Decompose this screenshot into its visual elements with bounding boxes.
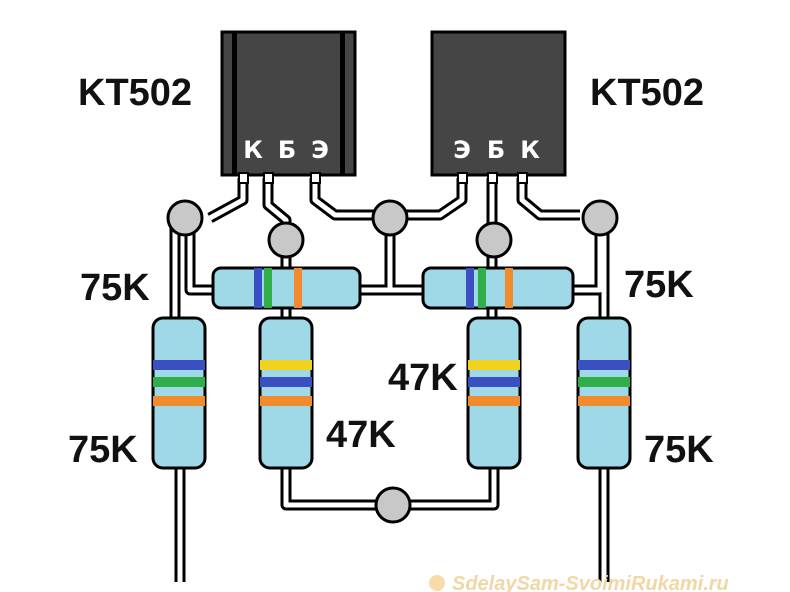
wire bbox=[187, 222, 213, 293]
pin-label-base: Б bbox=[278, 136, 296, 164]
resistor-body bbox=[211, 266, 362, 310]
junction-node bbox=[166, 199, 204, 237]
wire bbox=[405, 178, 465, 218]
resistor-band-orange bbox=[578, 396, 630, 406]
wire bbox=[405, 178, 468, 221]
watermark: SdelaySam-SvoimiRukami.ru bbox=[429, 573, 729, 592]
resistor-band-green bbox=[264, 268, 272, 308]
resistor-band-violet bbox=[254, 268, 262, 308]
wire bbox=[573, 222, 603, 293]
transistor-heatsink-line bbox=[340, 32, 345, 175]
sun-icon bbox=[429, 575, 445, 591]
resistor-body bbox=[466, 316, 522, 470]
resistor-band-orange bbox=[468, 396, 520, 406]
resistor-body bbox=[421, 266, 575, 310]
junction-node bbox=[374, 486, 412, 524]
resistor-band-green bbox=[478, 268, 486, 308]
pin-label-collector: К bbox=[520, 136, 540, 164]
wire bbox=[280, 468, 380, 511]
transistor-pin bbox=[487, 172, 498, 184]
wire bbox=[410, 468, 500, 511]
transistor-label-left: KT502 bbox=[78, 72, 192, 114]
resistor-vertical-far-right bbox=[576, 316, 632, 470]
transistor-pin bbox=[457, 172, 468, 184]
transistor-right bbox=[430, 30, 567, 184]
resistor-band-yellow bbox=[260, 360, 312, 370]
pin-label-base: Б bbox=[487, 136, 505, 164]
resistor-body bbox=[151, 316, 207, 470]
resistor-band-green bbox=[153, 377, 205, 387]
resistor-vertical-far-left bbox=[151, 316, 207, 470]
resistor-label-75k-top-left: 75K bbox=[80, 267, 150, 309]
transistor-body bbox=[220, 30, 357, 177]
transistor-pin bbox=[310, 172, 321, 184]
transistor-pin bbox=[517, 172, 528, 184]
junctions bbox=[166, 199, 619, 524]
resistor-horizontal-left bbox=[211, 266, 362, 310]
pin-label-emitter: Э bbox=[453, 136, 471, 164]
wire bbox=[208, 178, 246, 221]
wires-fill bbox=[172, 178, 607, 582]
wire bbox=[312, 178, 375, 218]
resistor-label-75k-bottom-left: 75K bbox=[68, 429, 138, 471]
resistor-vertical-mid-right bbox=[466, 316, 522, 470]
resistor-label-47k-mid-right: 47K bbox=[388, 357, 458, 399]
resistor-band-violet bbox=[153, 360, 205, 370]
pin-label-collector: К bbox=[243, 136, 263, 164]
resistor-band-yellow bbox=[468, 360, 520, 370]
resistor-label-75k-top-right: 75K bbox=[624, 264, 694, 306]
resistor-body bbox=[576, 316, 632, 470]
junction-node bbox=[371, 199, 409, 237]
transistor-label-right: KT502 bbox=[590, 72, 704, 114]
resistor-label-47k-mid-left: 47K bbox=[326, 414, 396, 456]
resistor-band-orange bbox=[294, 268, 302, 308]
resistor-band-green bbox=[578, 377, 630, 387]
resistor-band-orange bbox=[153, 396, 205, 406]
wire bbox=[387, 222, 423, 293]
resistor-label-75k-bottom-right: 75K bbox=[644, 429, 714, 471]
resistor-vertical-mid-left bbox=[258, 316, 314, 470]
wire bbox=[410, 468, 497, 508]
transistor-left bbox=[220, 30, 357, 184]
wire bbox=[283, 468, 380, 508]
junction-node bbox=[581, 199, 619, 237]
transistor-pin bbox=[263, 172, 274, 184]
resistor-band-violet bbox=[466, 268, 474, 308]
junction-node bbox=[267, 221, 305, 259]
transistor-body bbox=[430, 30, 567, 177]
resistor-band-violet bbox=[468, 377, 520, 387]
resistor-band-violet bbox=[260, 377, 312, 387]
resistor-band-violet bbox=[578, 360, 630, 370]
resistor-band-orange bbox=[505, 268, 513, 308]
watermark-text: SdelaySam-SvoimiRukami.ru bbox=[452, 573, 729, 592]
pin-label-emitter: Э bbox=[311, 136, 329, 164]
transistor-heatsink-line bbox=[232, 32, 237, 175]
resistor-band-orange bbox=[260, 396, 312, 406]
wire bbox=[519, 178, 580, 218]
junction-node bbox=[475, 221, 513, 259]
resistor-body bbox=[258, 316, 314, 470]
resistor-horizontal-right bbox=[421, 266, 575, 310]
transistor-pin bbox=[238, 172, 249, 184]
